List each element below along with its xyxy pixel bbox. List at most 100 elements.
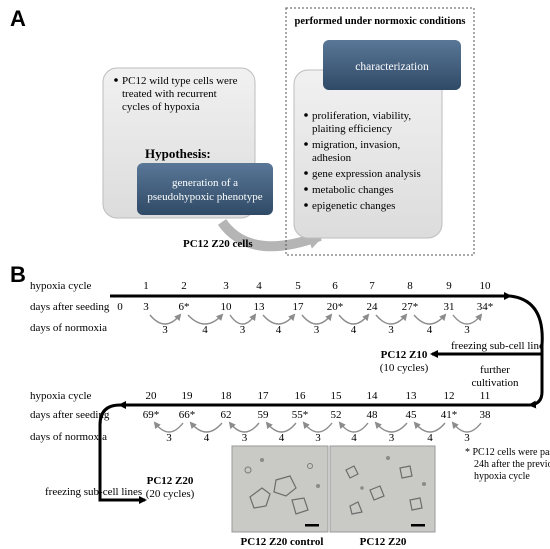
top-normoxia-value: 3 xyxy=(388,324,394,336)
bottom-normoxia-value: 4 xyxy=(351,432,357,444)
hypothesis-line-1: generation of a xyxy=(172,177,238,189)
bullet-icon xyxy=(304,187,308,191)
caption-z20: PC12 Z20 xyxy=(360,536,407,548)
bottom-cycle-number: 15 xyxy=(331,390,343,402)
top-cycle-number: 1 xyxy=(143,280,149,292)
char-item-2-line-2: adhesion xyxy=(312,152,352,164)
top-cycle-number: 5 xyxy=(295,280,301,292)
bottom-cycle-number: 19 xyxy=(182,390,194,402)
bottom-day-value: 52 xyxy=(331,409,342,421)
char-item-1-line-1: proliferation, viability, xyxy=(312,110,411,122)
bottom-day-value: 48 xyxy=(367,409,379,421)
further-line-2: cultivation xyxy=(471,377,519,389)
top-day-value: 10 xyxy=(221,301,233,313)
freezing-sub-lines: freezing sub-cell lines xyxy=(45,486,142,498)
bottom-normoxia-value: 3 xyxy=(166,432,172,444)
row-label-days-of-normoxia-2: days of normoxia xyxy=(30,431,107,443)
normoxia-loop-arrow xyxy=(338,421,369,433)
normoxia-loop-arrow xyxy=(149,313,182,325)
top-normoxia-value: 3 xyxy=(464,324,470,336)
bottom-cycle-number: 16 xyxy=(295,390,307,402)
normoxia-loop-arrow xyxy=(187,313,224,325)
char-item-2-line-1: migration, invasion, xyxy=(312,139,401,151)
top-normoxia-value: 4 xyxy=(202,324,208,336)
normoxia-loop-arrow xyxy=(375,313,408,325)
further-line-1: further xyxy=(480,364,510,376)
bottom-day-value: 41* xyxy=(441,409,458,421)
top-day-value: 20* xyxy=(327,301,344,313)
bottom-cycle-number: 20 xyxy=(146,390,158,402)
normoxia-loop-arrow xyxy=(451,421,482,433)
top-cycle-number: 10 xyxy=(480,280,492,292)
top-day-value: 31 xyxy=(444,301,455,313)
top-normoxia-value: 4 xyxy=(276,324,282,336)
characterization-list: proliferation, viability, plaiting effic… xyxy=(304,110,421,212)
input-box-line-3: cycles of hypoxia xyxy=(122,101,200,113)
panel-a-label: A xyxy=(10,6,26,31)
normoxia-loop-arrow xyxy=(338,313,370,325)
top-normoxia-value: 3 xyxy=(162,324,168,336)
top-normoxia-value: 4 xyxy=(351,324,357,336)
normoxia-loop-arrow xyxy=(189,421,223,433)
normoxia-loop-arrow xyxy=(228,421,260,433)
input-box-line-2: treated with recurrent xyxy=(122,88,217,100)
bullet-icon xyxy=(304,171,308,175)
normoxia-loop-arrow xyxy=(302,421,333,433)
normoxia-loop-arrow xyxy=(413,421,446,433)
transfer-arrow xyxy=(217,218,326,252)
normoxia-loop-arrow xyxy=(301,313,333,325)
row-label-days-of-normoxia: days of normoxia xyxy=(30,322,107,334)
bottom-day-value: 45 xyxy=(406,409,418,421)
input-box-line-1: PC12 wild type cells were xyxy=(122,75,238,87)
z10-label: PC12 Z10 xyxy=(381,349,428,361)
characterization-label: characterization xyxy=(355,61,429,73)
bottom-day-value: 66* xyxy=(179,409,196,421)
top-cycle-number: 2 xyxy=(181,280,187,292)
char-item-5: epigenetic changes xyxy=(312,200,395,212)
top-day-value: 24 xyxy=(367,301,379,313)
bottom-normoxia-loops xyxy=(153,421,482,433)
bottom-normoxia-value: 4 xyxy=(427,432,433,444)
micrograph-z20 xyxy=(329,445,436,533)
row-label-days-after-seeding-2: days after seeding xyxy=(30,409,110,421)
bottom-cycle-number: 17 xyxy=(258,390,270,402)
footnote-line-2: 24h after the previous xyxy=(474,459,550,470)
hypothesis-line-2: pseudohypoxic phenotype xyxy=(147,191,262,203)
top-cycle-number: 8 xyxy=(407,280,413,292)
characterization-header xyxy=(323,40,461,90)
top-day-value: 17 xyxy=(293,301,305,313)
normoxia-loop-arrow xyxy=(452,313,483,325)
bottom-cycle-number: 14 xyxy=(367,390,379,402)
bottom-day-value: 59 xyxy=(258,409,270,421)
bottom-normoxia-value: 4 xyxy=(204,432,210,444)
bullet-icon xyxy=(304,203,308,207)
bullet-icon xyxy=(114,78,118,82)
normoxia-loop-arrow xyxy=(262,313,296,325)
top-cycle-number: 4 xyxy=(256,280,262,292)
bottom-day-value: 38 xyxy=(480,409,492,421)
top-cycle-number: 3 xyxy=(223,280,229,292)
top-day-value: 34* xyxy=(477,301,494,313)
bottom-normoxia-value: 3 xyxy=(464,432,470,444)
z20-label: PC12 Z20 xyxy=(147,475,194,487)
bottom-cycle-number: 13 xyxy=(406,390,418,402)
bottom-normoxia-value: 3 xyxy=(242,432,248,444)
continuation-arrow xyxy=(509,294,544,409)
normoxia-loop-arrow xyxy=(265,421,297,433)
footnote-line-1: * PC12 cells were passaged xyxy=(465,447,550,458)
char-item-3: gene expression analysis xyxy=(312,168,421,180)
hypothesis-label: Hypothesis: xyxy=(145,146,211,161)
freezing-sub-line: freezing sub-cell line xyxy=(451,340,544,352)
top-day-value: 3 xyxy=(143,301,149,313)
footnote-line-3: hypoxia cycle xyxy=(474,471,530,482)
z20-sublabel: (20 cycles) xyxy=(146,488,195,500)
normoxia-loop-arrow xyxy=(229,313,257,325)
hypothesis-box xyxy=(137,163,273,215)
top-cycle-number: 6 xyxy=(332,280,338,292)
